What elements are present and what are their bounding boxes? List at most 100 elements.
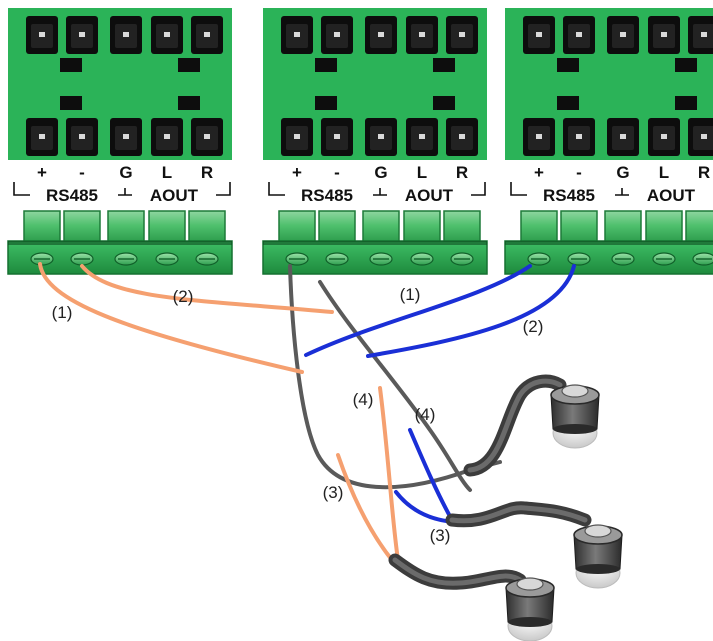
terminal-plug <box>645 210 683 244</box>
socket-top <box>406 16 438 54</box>
screw-terminal-icon <box>611 252 635 266</box>
pin-label: + <box>37 163 47 182</box>
bracket-right <box>216 182 231 196</box>
bracket-mid <box>615 188 629 196</box>
screw-terminal-icon <box>30 252 54 266</box>
board-pad <box>675 58 697 72</box>
orange-wire-4 <box>378 386 400 562</box>
blue-wire-4 <box>408 428 454 522</box>
wire-label-orange-4: (4) <box>353 390 374 409</box>
socket-bottom <box>281 118 313 156</box>
dome-camera-3 <box>388 553 555 641</box>
screw-terminal-icon <box>195 252 219 266</box>
bracket-mid <box>373 188 387 196</box>
socket-bottom <box>365 118 397 156</box>
socket-bottom <box>110 118 142 156</box>
socket-bottom <box>321 118 353 156</box>
pin-label: R <box>698 163 710 182</box>
terminal-plug <box>107 210 145 244</box>
board-pad <box>60 58 82 72</box>
socket-top <box>321 16 353 54</box>
socket-top <box>191 16 223 54</box>
socket-bottom <box>191 118 223 156</box>
socket-top <box>563 16 595 54</box>
group-label-aout: AOUT <box>647 186 696 205</box>
group-label-rs485: RS485 <box>543 186 595 205</box>
wire-label-blue-1: (1) <box>400 285 421 304</box>
bracket-right <box>471 182 486 196</box>
pin-label: L <box>417 163 427 182</box>
board-pad <box>178 96 200 110</box>
group-label-rs485: RS485 <box>46 186 98 205</box>
socket-bottom <box>151 118 183 156</box>
wire-label-blue-4: (4) <box>415 405 436 424</box>
terminal-plug <box>604 210 642 244</box>
pin-label: G <box>119 163 132 182</box>
terminal-plug <box>188 210 226 244</box>
connector-1: + - G L R RS485 AOUT <box>7 8 233 275</box>
terminal-plug <box>443 210 481 244</box>
cameras <box>388 374 623 641</box>
screw-terminal-icon <box>114 252 138 266</box>
board-pad <box>675 96 697 110</box>
wire-label-blue-2: (2) <box>523 317 544 336</box>
terminal-plug <box>63 210 101 244</box>
terminal-plug <box>685 210 713 244</box>
socket-bottom <box>688 118 713 156</box>
dome-camera-1 <box>463 374 600 477</box>
pin-label: G <box>374 163 387 182</box>
socket-bottom <box>446 118 478 156</box>
board-pad <box>315 58 337 72</box>
screw-terminal-icon <box>70 252 94 266</box>
pin-label: - <box>334 163 340 182</box>
screw-terminal-icon <box>410 252 434 266</box>
board-pad <box>433 58 455 72</box>
screw-terminal-icon <box>692 252 713 266</box>
bracket-mid <box>118 188 132 196</box>
dome-camera-2 <box>445 501 623 589</box>
pin-label: L <box>659 163 669 182</box>
gray-wire-b <box>318 280 472 492</box>
socket-bottom <box>648 118 680 156</box>
socket-bottom <box>66 118 98 156</box>
wire-labels: (1)(2)(1)(2)(4)(4)(3)(3) <box>52 285 544 545</box>
screw-terminal-icon <box>652 252 676 266</box>
socket-top <box>607 16 639 54</box>
socket-top <box>365 16 397 54</box>
socket-top <box>446 16 478 54</box>
bracket-left <box>13 182 30 196</box>
terminal-plug <box>148 210 186 244</box>
socket-bottom <box>523 118 555 156</box>
group-label-aout: AOUT <box>405 186 454 205</box>
terminal-plug <box>520 210 558 244</box>
pin-label: - <box>79 163 85 182</box>
screw-terminal-icon <box>285 252 309 266</box>
terminal-plug <box>23 210 61 244</box>
dome-camera-icon <box>573 524 623 589</box>
socket-bottom <box>607 118 639 156</box>
socket-bottom <box>563 118 595 156</box>
terminal-plug <box>318 210 356 244</box>
screw-terminal-icon <box>527 252 551 266</box>
pin-label: + <box>534 163 544 182</box>
board-pad <box>178 58 200 72</box>
terminal-plug <box>560 210 598 244</box>
pin-label: R <box>456 163 468 182</box>
socket-top <box>26 16 58 54</box>
pin-label: R <box>201 163 213 182</box>
screw-terminal-icon <box>155 252 179 266</box>
blue-wire-2 <box>366 264 576 358</box>
screw-terminal-icon <box>567 252 591 266</box>
wires <box>38 262 576 562</box>
bracket-left <box>510 182 527 196</box>
socket-top <box>151 16 183 54</box>
pin-label: L <box>162 163 172 182</box>
wire-label-blue-3: (3) <box>430 526 451 545</box>
wire-label-orange-1: (1) <box>52 303 73 322</box>
group-label-aout: AOUT <box>150 186 199 205</box>
screw-terminal-icon <box>450 252 474 266</box>
board-pad <box>557 58 579 72</box>
